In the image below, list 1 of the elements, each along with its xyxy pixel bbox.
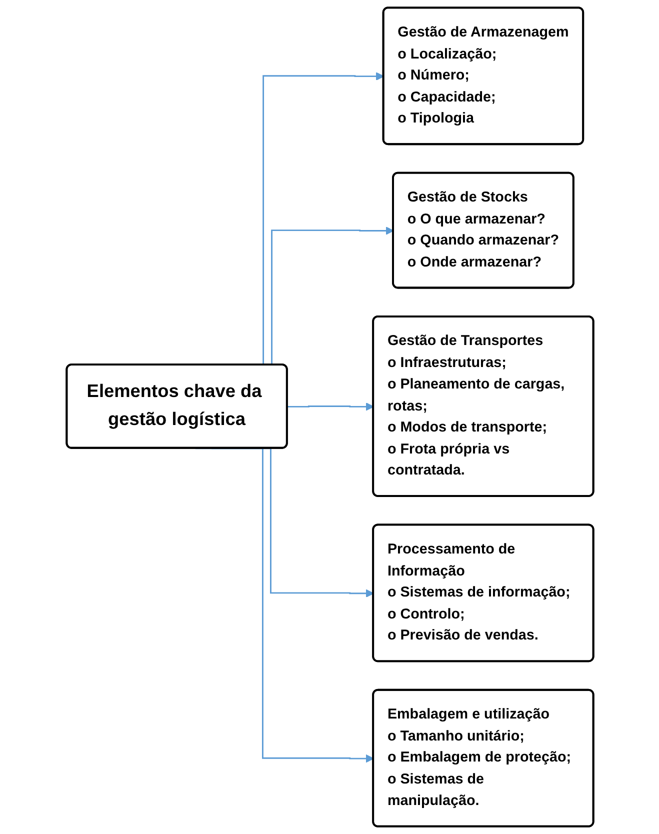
arrow bbox=[286, 402, 374, 411]
